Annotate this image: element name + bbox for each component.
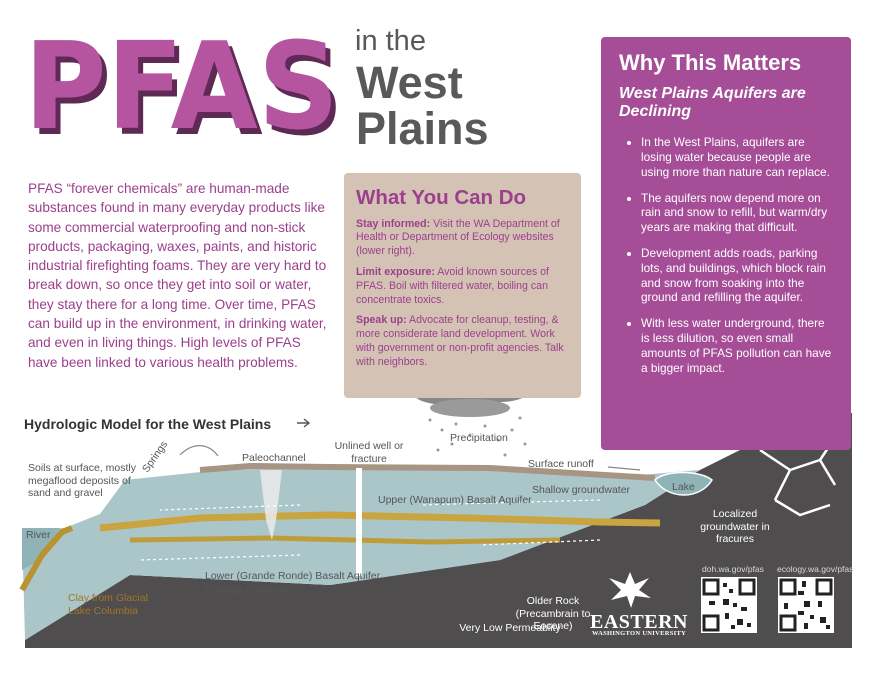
paleochannel-plume [260, 470, 282, 540]
label-clay: Clay from Glacial Lake Columbia [68, 592, 148, 617]
older-rock [25, 413, 852, 648]
why-this-matters-box: Why This Matters West Plains Aquifers ar… [601, 37, 851, 450]
doh-qr-code[interactable] [701, 577, 757, 633]
what-you-can-do-box: What You Can Do Stay informed: Visit the… [344, 173, 581, 398]
pfas-title-text: PFAS [24, 24, 339, 142]
qr-pattern-icon [702, 578, 756, 632]
label-well: Unlined well or fracture [334, 440, 404, 465]
ecology-url-link[interactable]: ecology.wa.gov/pfas [777, 564, 854, 574]
title-arrow-icon [297, 418, 311, 428]
university-subname: WASHINGTON UNIVERSITY [592, 630, 687, 637]
springs-arrow [179, 445, 219, 457]
label-localized: Localized groundwater in fracures [700, 508, 770, 546]
runoff-arrow [607, 466, 641, 471]
clay-layer-upper [99, 511, 661, 532]
intro-paragraph: PFAS “forever chemicals” are human-made … [28, 181, 327, 370]
why-bullet: In the West Plains, aquifers are losing … [641, 135, 835, 179]
why-heading: Why This Matters [619, 50, 802, 75]
qr-pattern-icon [779, 578, 833, 632]
why-subheading: West Plains Aquifers are Declining [619, 85, 806, 121]
tip-limit-exposure: Limit exposure: Avoid known sources of P… [356, 266, 569, 307]
lake [654, 471, 713, 496]
tip-text: Avoid known sources of PFAS. Boil with f… [356, 265, 549, 306]
doh-url-link[interactable]: doh.wa.gov/pfas [702, 564, 764, 574]
pfas-title: PFAS PFAS [24, 24, 344, 142]
tip-text: Advocate for cleanup, testing, & more co… [356, 314, 564, 368]
label-lower: Lower (Grande Ronde) Basalt Aquifer [205, 570, 381, 582]
clay-layer-lower [129, 535, 561, 545]
label-soils: Soils at surface, mostly megaflood depos… [28, 462, 136, 500]
tip-speak-up: Speak up: Advocate for cleanup, testing,… [356, 314, 569, 369]
label-partially: Partially Confined [205, 584, 288, 596]
ecology-qr-code[interactable] [778, 577, 834, 633]
why-bullet: With less water underground, there is le… [641, 316, 835, 375]
unlined-well [356, 468, 362, 576]
title-plains: Plains [356, 103, 489, 154]
title-west: West [356, 57, 463, 108]
label-runoff: Surface runoff [528, 458, 594, 470]
label-low-perm: Very Low Permeablity [459, 622, 561, 634]
university-name: EASTERN [590, 611, 688, 633]
why-bullet: Development adds roads, parking lots, an… [641, 246, 835, 305]
label-precipitation: Precipitation [450, 432, 508, 444]
label-shallow: Shallow groundwater [532, 484, 631, 496]
tip-label: Stay informed: [356, 217, 431, 230]
eagle-logo-icon [609, 572, 651, 608]
soil-strip [199, 462, 656, 481]
tip-stay-informed: Stay informed: Visit the WA Department o… [356, 218, 569, 259]
flow-arrows [139, 499, 601, 561]
fracture-network [759, 429, 842, 517]
tip-label: Limit exposure: [356, 265, 435, 278]
label-upper: Upper (Wanapum) Basalt Aquifer [378, 494, 532, 506]
tip-text: Visit the WA Department of Health or Dep… [356, 217, 560, 258]
model-title: Hydrologic Model for the West Plains [24, 416, 272, 432]
pfas-title-shadow: PFAS [29, 24, 344, 142]
tip-label: Speak up: [356, 314, 407, 327]
what-you-can-do-heading: What You Can Do [356, 186, 527, 209]
label-paleochannel: Paleochannel [242, 452, 306, 464]
why-bullet: The aquifers now depend more on rain and… [641, 191, 835, 235]
label-lake: Lake [672, 481, 695, 493]
precipitation-drops [428, 416, 527, 457]
river [22, 528, 60, 570]
label-older-rock: Older Rock (Precambrain to Eocene) [515, 595, 591, 633]
why-bullet-list: In the West Plains, aquifers are losing … [619, 135, 835, 375]
label-river: River [26, 529, 51, 541]
clay-edge [19, 525, 74, 592]
title-in-the: in the [355, 25, 426, 57]
